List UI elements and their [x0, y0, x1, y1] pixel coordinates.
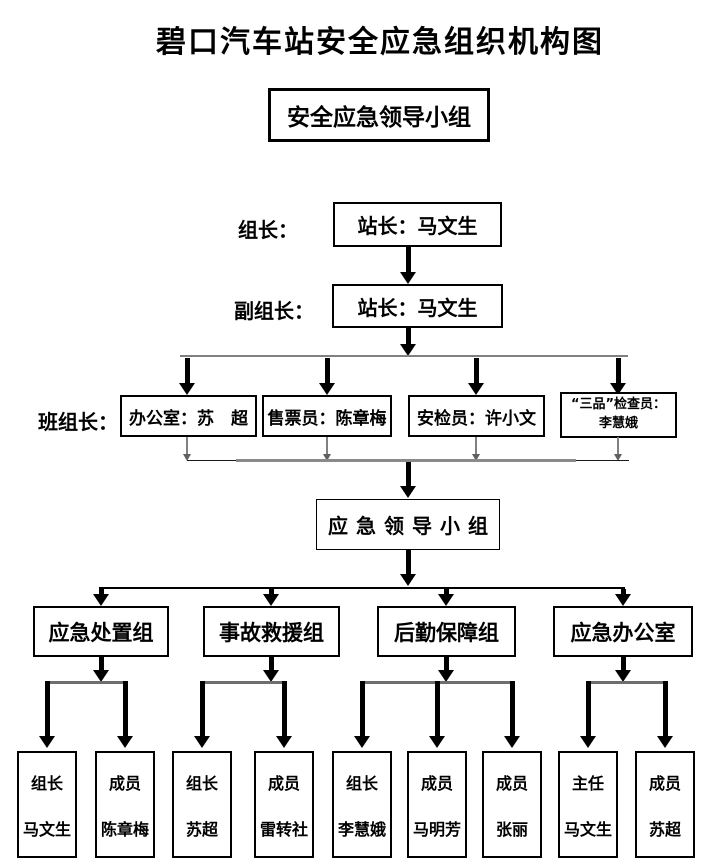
member-box: 成员 张丽	[482, 751, 542, 858]
arrow-down-icon	[580, 681, 596, 748]
member-name: 陈章梅	[100, 819, 149, 839]
member-name: 张丽	[495, 819, 528, 839]
arrow-down-icon	[194, 681, 210, 748]
member-name: 苏超	[185, 819, 218, 839]
foreman-box-office: 办公室：苏 超	[120, 395, 257, 437]
arrow-down-icon	[468, 437, 484, 461]
arrow-down-icon	[610, 358, 626, 395]
member-role: 成员	[420, 773, 453, 793]
arrow-down-icon	[610, 437, 626, 461]
member-role: 成员	[648, 773, 681, 793]
team-box-response: 应急处置组	[33, 606, 169, 657]
member-box: 成员 苏超	[635, 751, 695, 858]
connector-line	[202, 681, 284, 684]
member-box: 成员 雷转社	[254, 751, 314, 858]
arrow-down-icon	[117, 681, 133, 748]
foremen-label: 班组长：	[38, 410, 118, 434]
leader-label: 组长：	[238, 218, 298, 242]
arrow-down-icon	[39, 681, 55, 748]
member-box: 成员 陈章梅	[95, 751, 155, 858]
arrow-down-icon	[93, 657, 109, 682]
member-name: 马文生	[563, 819, 612, 839]
connector-line	[588, 681, 665, 684]
arrow-down-icon	[400, 462, 416, 498]
arrow-down-icon	[400, 247, 416, 284]
arrow-down-icon	[179, 358, 195, 395]
member-role: 成员	[267, 773, 300, 793]
member-name: 马文生	[22, 819, 71, 839]
foreman-inspector-line1: “三品”检查员：	[570, 397, 667, 413]
arrow-down-icon	[615, 657, 631, 682]
arrow-down-icon	[276, 681, 292, 748]
foreman-box-security: 安检员：许小文	[408, 395, 545, 437]
foreman-box-ticket: 售票员：陈章梅	[262, 395, 392, 437]
member-name: 雷转社	[259, 819, 308, 839]
arrow-down-icon	[438, 589, 454, 606]
member-box: 主任 马文生	[558, 751, 618, 858]
leader-box: 站长：马文生	[333, 202, 502, 247]
connector-line	[99, 587, 625, 589]
team-box-rescue: 事故救援组	[203, 606, 340, 657]
chart-title: 碧口汽车站安全应急组织机构图	[156, 25, 604, 60]
arrow-down-icon	[468, 358, 484, 395]
connector-line	[236, 459, 576, 462]
member-box: 组长 马文生	[17, 751, 77, 858]
member-name: 苏超	[648, 819, 681, 839]
member-box: 成员 马明芳	[407, 751, 467, 858]
deputy-label: 副组长：	[234, 299, 314, 323]
member-name: 李慧娥	[337, 819, 386, 839]
member-role: 组长	[345, 773, 378, 793]
member-role: 成员	[495, 773, 528, 793]
top-group-box: 安全应急领导小组	[268, 88, 490, 142]
arrow-down-icon	[319, 437, 335, 461]
arrow-down-icon	[438, 657, 454, 682]
team-box-office: 应急办公室	[553, 606, 693, 657]
arrow-down-icon	[504, 681, 520, 748]
team-box-logistics: 后勤保障组	[377, 606, 516, 657]
arrow-down-icon	[400, 550, 416, 586]
arrow-down-icon	[429, 681, 445, 748]
member-box: 组长 苏超	[172, 751, 232, 858]
arrow-down-icon	[354, 681, 370, 748]
deputy-box: 站长：马文生	[332, 284, 503, 328]
emergency-group-box: 应急领导小组	[316, 499, 500, 550]
arrow-down-icon	[93, 589, 109, 606]
connector-line	[180, 355, 628, 357]
member-role: 主任	[571, 773, 604, 793]
member-role: 组长	[30, 773, 63, 793]
arrow-down-icon	[400, 328, 416, 356]
arrow-down-icon	[263, 657, 279, 682]
member-role: 成员	[108, 773, 141, 793]
arrow-down-icon	[615, 589, 631, 606]
arrow-down-icon	[179, 437, 195, 461]
member-name: 马明芳	[412, 819, 461, 839]
arrow-down-icon	[319, 358, 335, 395]
foreman-inspector-line2: 李慧娥	[598, 416, 638, 431]
arrow-down-icon	[657, 681, 673, 748]
connector-line	[47, 681, 125, 684]
member-role: 组长	[185, 773, 218, 793]
foreman-box-inspector: “三品”检查员： 李慧娥	[560, 392, 677, 438]
arrow-down-icon	[263, 589, 279, 606]
member-box: 组长 李慧娥	[332, 751, 392, 858]
